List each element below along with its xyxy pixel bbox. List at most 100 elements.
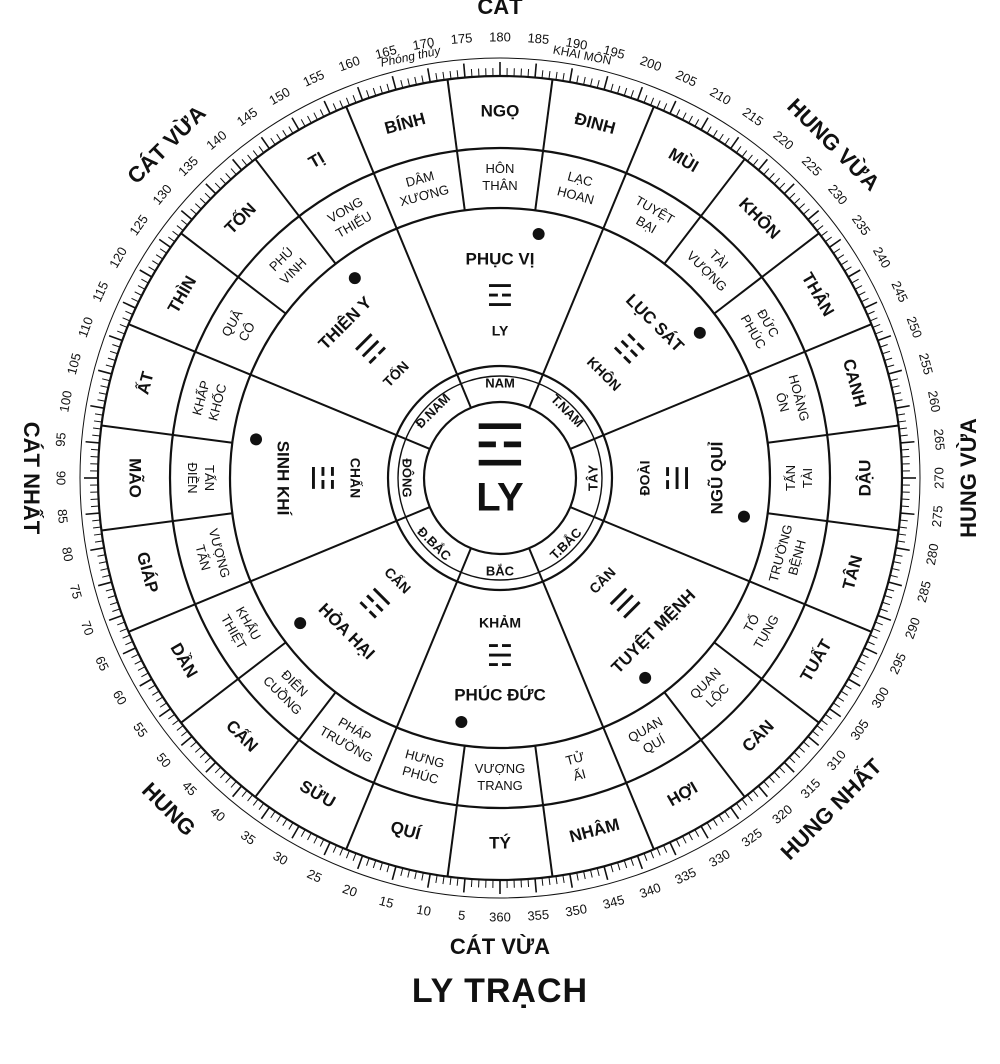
mountain-label: THÂN xyxy=(798,269,838,319)
tick xyxy=(323,100,331,115)
ring-1 xyxy=(386,364,614,592)
tick xyxy=(682,112,687,121)
mountain-divider xyxy=(101,512,233,532)
tick xyxy=(735,802,742,810)
tick xyxy=(90,547,105,552)
tick xyxy=(92,434,101,437)
tick xyxy=(688,115,693,124)
tick xyxy=(204,756,212,764)
tick xyxy=(527,878,530,888)
tick xyxy=(816,225,824,231)
mountain-divider xyxy=(534,745,554,877)
degree-label: 330 xyxy=(706,846,732,870)
tick xyxy=(706,126,712,134)
star-label: ÔN xyxy=(773,391,793,414)
ring-0 xyxy=(422,400,578,556)
tick xyxy=(97,554,106,557)
tick xyxy=(119,323,128,328)
degree-label: 60 xyxy=(110,687,130,707)
palace-trigram: CẤN xyxy=(381,564,414,597)
tick xyxy=(98,561,107,564)
tick xyxy=(851,672,859,678)
mountain-divider xyxy=(180,232,287,315)
tick xyxy=(844,266,852,272)
tick xyxy=(125,641,133,646)
tick xyxy=(109,601,118,606)
tick xyxy=(700,117,709,131)
tick xyxy=(319,839,325,847)
mountain-label: QUÍ xyxy=(388,817,423,844)
star-label: DÂM xyxy=(404,168,436,190)
tick xyxy=(168,713,176,720)
direction-label: TÂY xyxy=(585,465,600,491)
tick xyxy=(107,595,116,599)
tick xyxy=(569,68,574,83)
palace-divider xyxy=(250,506,431,583)
quality-label: CÁT NHẤT xyxy=(19,422,44,535)
palace-dot xyxy=(693,326,706,339)
tick xyxy=(159,248,168,254)
tick xyxy=(345,97,350,106)
mountain-label: NHÂM xyxy=(567,815,621,847)
tick xyxy=(623,87,628,96)
degree-label: 180 xyxy=(489,29,511,44)
tick xyxy=(886,364,895,368)
mountain-divider xyxy=(749,580,872,633)
tick xyxy=(747,154,753,162)
degree-ticks xyxy=(84,62,916,894)
tick xyxy=(803,741,810,748)
quality-label: CÁT xyxy=(477,0,523,19)
tick xyxy=(158,707,172,718)
tick xyxy=(180,735,193,747)
degree-label: 325 xyxy=(739,825,765,850)
degree-label: 175 xyxy=(450,30,473,47)
tick xyxy=(899,519,908,522)
mountain-divider xyxy=(180,641,287,724)
tick xyxy=(214,182,222,190)
tick xyxy=(148,684,156,690)
tick xyxy=(137,666,146,671)
tick xyxy=(576,872,579,881)
direction-label: BẮC xyxy=(486,563,515,578)
tick xyxy=(541,877,544,886)
tick xyxy=(247,794,253,802)
degree-label: 80 xyxy=(59,546,76,563)
degree-label: 260 xyxy=(925,389,944,413)
tick xyxy=(470,68,473,78)
degree-label: 125 xyxy=(126,212,151,238)
tick xyxy=(379,862,383,871)
mountain-label: SỬU xyxy=(296,776,338,811)
tick xyxy=(345,850,350,859)
tick xyxy=(895,547,910,552)
tick xyxy=(214,766,222,774)
tick xyxy=(886,588,895,592)
tick xyxy=(230,781,237,788)
tick xyxy=(356,86,364,101)
degree-label: 320 xyxy=(769,802,795,827)
tick xyxy=(137,285,146,290)
tick xyxy=(861,297,869,303)
degree-label: 205 xyxy=(673,67,699,90)
tick xyxy=(891,567,900,571)
tick xyxy=(391,75,397,90)
tick xyxy=(204,192,212,200)
mountain-divider xyxy=(128,323,251,376)
tick xyxy=(155,254,164,260)
mountain-divider xyxy=(254,691,337,798)
degree-label: 65 xyxy=(92,654,112,673)
tick xyxy=(824,713,832,720)
tick xyxy=(741,150,748,158)
tick xyxy=(122,317,131,322)
mountain-divider xyxy=(345,106,398,229)
tick xyxy=(812,730,819,737)
tick xyxy=(100,567,109,571)
tick xyxy=(884,595,893,599)
tick xyxy=(332,845,337,853)
tick xyxy=(663,845,668,853)
mountain-label: CÀN xyxy=(738,716,777,755)
tick xyxy=(300,829,306,837)
tick xyxy=(882,350,891,355)
degree-label: 145 xyxy=(234,104,260,129)
tick xyxy=(783,183,795,195)
tick xyxy=(724,810,730,819)
